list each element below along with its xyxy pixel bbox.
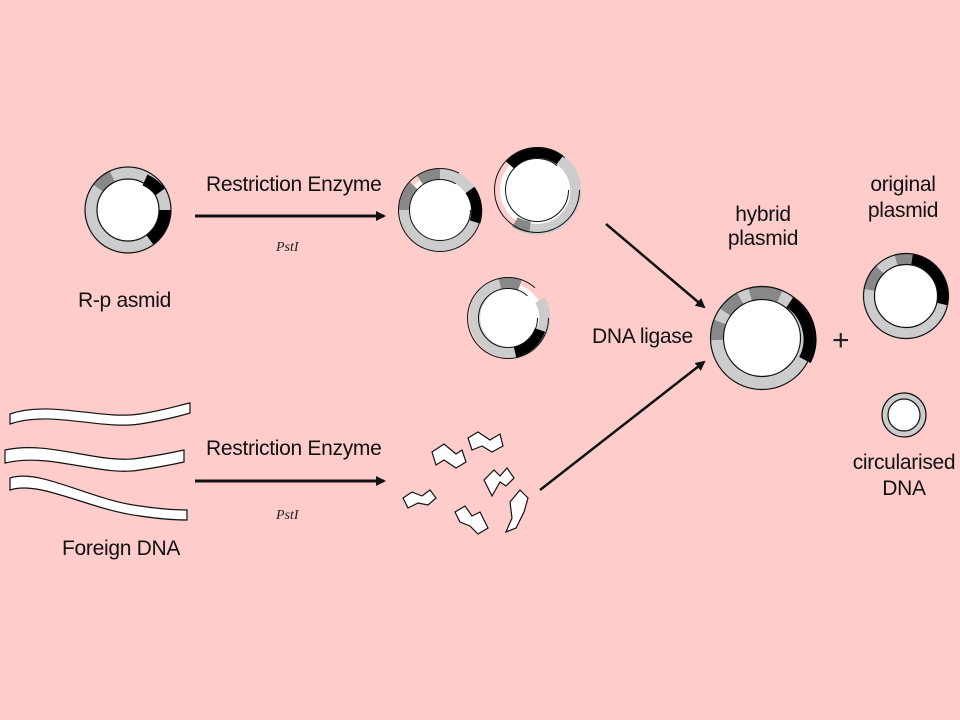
r-plasmid-ring: [84, 166, 172, 254]
restriction-enzyme-bottom-label: Restriction Enzyme: [206, 437, 382, 460]
hybrid-label-line2: plasmid: [727, 227, 799, 250]
circularised-label-line2: DNA: [882, 477, 926, 500]
original-label-line1: original: [870, 173, 936, 196]
cut-plasmid-2: [494, 147, 582, 235]
dna-fragments: [402, 431, 529, 535]
hybrid-label-line1: hybrid: [735, 203, 791, 226]
enzyme-name-bottom: PstI: [276, 508, 299, 523]
foreign-dna-label: Foreign DNA: [62, 537, 181, 560]
original-plasmid-ring: [862, 252, 950, 340]
restriction-enzyme-top-label: Restriction Enzyme: [206, 173, 382, 196]
plus-sign: +: [832, 324, 850, 357]
arrow-to-hybrid-bottom: [539, 360, 706, 491]
arrow-to-hybrid-top: [605, 223, 706, 309]
r-plasmid-label: R-p asmid: [78, 289, 171, 312]
original-label-line2: plasmid: [867, 199, 939, 222]
circularised-dna-ring: [881, 392, 927, 438]
circularised-label-line1: circularised: [852, 451, 956, 474]
hybrid-plasmid-ring: [709, 285, 817, 391]
cut-plasmid-3: [467, 277, 551, 359]
cut-plasmid-1: [398, 168, 483, 252]
foreign-dna-strands: [4, 402, 191, 521]
dna-ligase-label: DNA ligase: [592, 325, 693, 348]
enzyme-name-top: PstI: [276, 240, 299, 255]
